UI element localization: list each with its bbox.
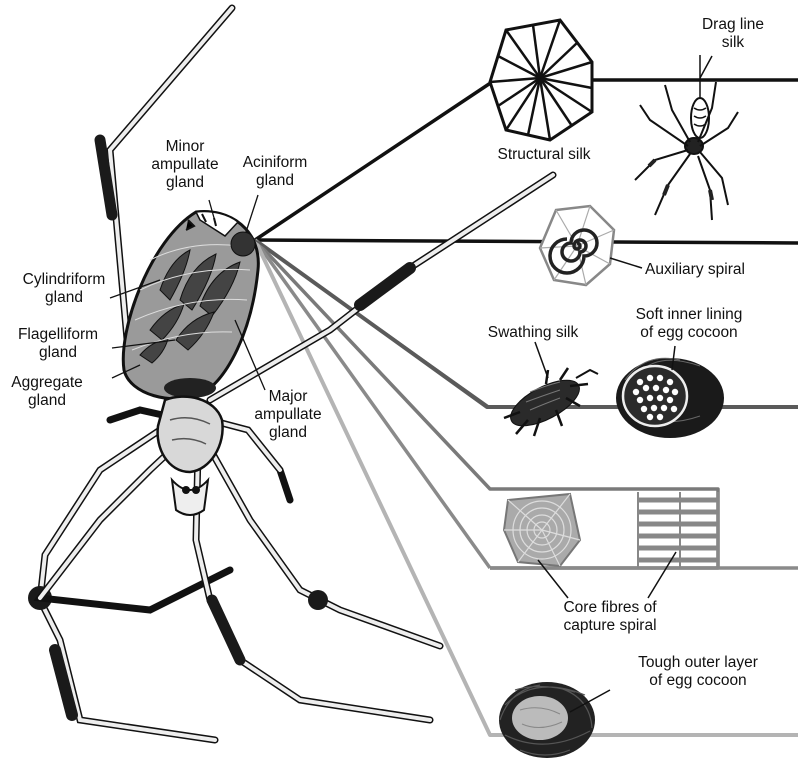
swathed-insect-icon [504, 368, 598, 436]
core-fibres-label: Core fibres of capture spiral [540, 599, 680, 635]
drag-line-leader [700, 56, 712, 78]
auxiliary-spiral-leader [610, 258, 642, 268]
spider-abdomen [123, 211, 258, 398]
large-spider-illustration [28, 8, 553, 740]
cylindriform-gland-label: Cylindriform gland [10, 271, 118, 307]
swathing-silk-leader [535, 342, 548, 378]
auxiliary-spiral-icon [540, 206, 614, 285]
capture-spiral-web-icon [504, 494, 580, 566]
structural-silk-web-icon [490, 20, 592, 140]
major-ampullate-gland-label: Major ampullate gland [243, 388, 333, 442]
auxiliary-spiral-label: Auxiliary spiral [645, 261, 785, 279]
tough-outer-layer-label: Tough outer layer of egg cocoon [618, 654, 778, 690]
drag-line-silk-label: Drag line silk [688, 16, 778, 52]
cocoon-line [255, 240, 490, 407]
soft-inner-lining-label: Soft inner lining of egg cocoon [614, 306, 764, 342]
spider-cephalothorax [158, 397, 223, 515]
swathing-silk-label: Swathing silk [468, 324, 598, 342]
capture-spiral-ladder-icon [638, 492, 718, 568]
minor-ampullate-gland-label: Minor ampullate gland [140, 138, 230, 192]
spider-legs [28, 8, 553, 740]
auxiliary-spiral-line [255, 240, 798, 243]
soft-egg-cocoon-icon [616, 358, 724, 438]
structural-silk-label: Structural silk [474, 146, 614, 164]
flagelliform-gland-label: Flagelliform gland [8, 326, 108, 362]
aciniform-gland-label: Aciniform gland [230, 154, 320, 190]
aggregate-gland-label: Aggregate gland [2, 374, 92, 410]
tough-egg-cocoon-icon [499, 682, 595, 758]
